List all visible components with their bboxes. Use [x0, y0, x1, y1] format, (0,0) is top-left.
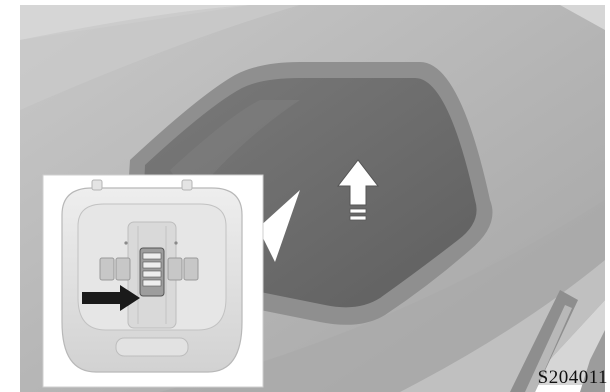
figure-code: S204011	[538, 367, 608, 389]
sunroof-switch	[140, 248, 164, 296]
overhead-console-inset	[43, 175, 263, 387]
